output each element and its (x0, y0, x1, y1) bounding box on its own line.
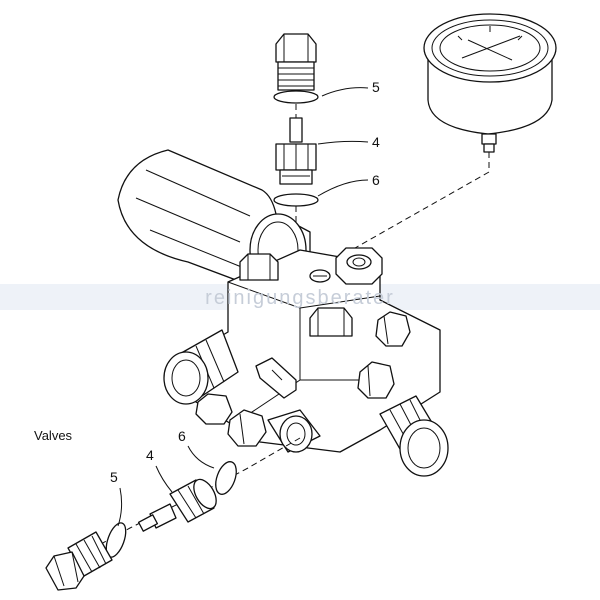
watermark-text: reinigungsberater (205, 287, 395, 309)
leader-bottom-4 (155, 465, 173, 493)
callout-top-6: 6 (372, 172, 380, 188)
pressure-gauge (423, 13, 557, 153)
leader-top-6 (317, 179, 369, 197)
callout-top-5: 5 (372, 79, 380, 95)
callout-top-4: 4 (372, 134, 380, 150)
top-small-screw (309, 269, 331, 283)
top-o-ring-5 (273, 90, 319, 104)
lower-left-hex-plug-2 (227, 409, 267, 447)
bottom-valve-port (267, 409, 321, 453)
top-o-ring-6 (273, 193, 319, 207)
leader-top-4 (317, 140, 369, 145)
callout-bottom-4: 4 (146, 447, 154, 463)
top-hex-plug (239, 253, 279, 281)
center-hex-plug (309, 307, 353, 337)
gauge-connection-line (354, 152, 490, 249)
gauge-port-fitting (335, 247, 383, 285)
right-hex-plug-lower (357, 361, 395, 399)
bottom-o-ring-6 (215, 461, 237, 495)
lower-left-hex-plug-1 (195, 393, 233, 425)
left-threaded-port (163, 329, 239, 405)
bottom-valve-cartridge-4 (137, 478, 217, 532)
callout-bottom-5: 5 (110, 469, 118, 485)
right-hex-plug-upper (375, 311, 411, 347)
callout-bottom-6: 6 (178, 428, 186, 444)
hose-barb-fitting (255, 357, 297, 399)
bottom-valve-plug-5 (45, 531, 113, 591)
valves-section-label: Valves (34, 428, 73, 443)
leader-top-5 (321, 87, 369, 97)
top-valve-plug-5 (275, 33, 317, 91)
right-threaded-outlet (379, 395, 449, 477)
leader-bottom-6 (187, 445, 215, 469)
top-valve-cartridge-4 (275, 117, 317, 185)
leader-bottom-5 (117, 487, 123, 527)
